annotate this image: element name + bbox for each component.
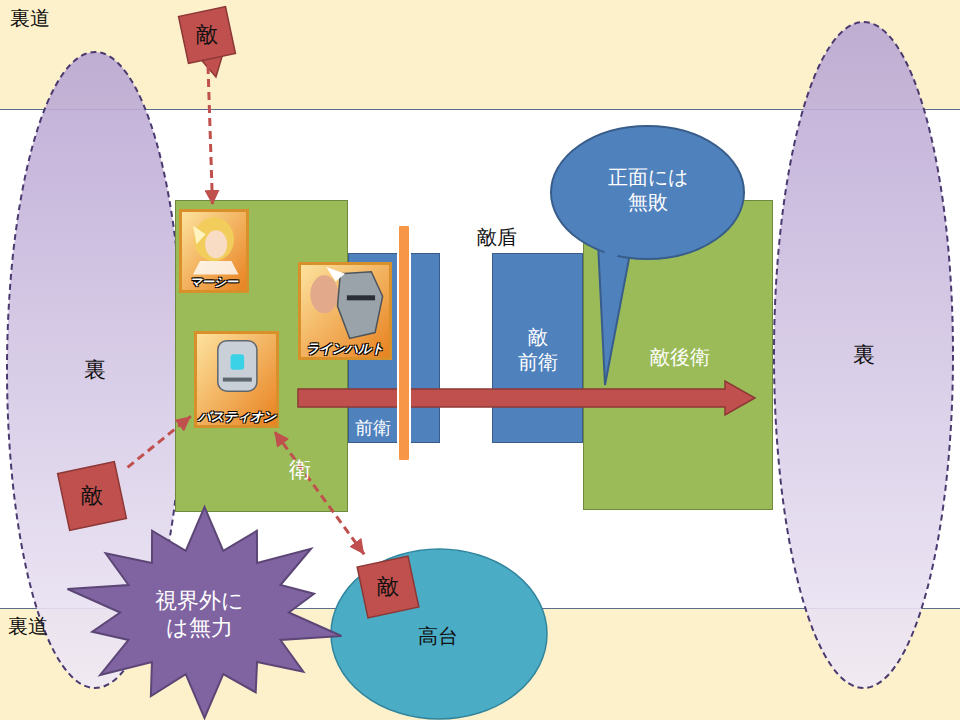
high-ground-circle: 高台敵 xyxy=(330,548,548,720)
node-text: 正面には 無敗 xyxy=(604,165,692,215)
hero-icon: バスティオン xyxy=(194,331,279,428)
text-holder: マーシー xyxy=(190,275,238,290)
text-holder: 敵後衛 xyxy=(650,345,710,370)
speech-callout: 正面には 無敗 xyxy=(550,125,745,260)
enemy-marker: 敵 xyxy=(357,556,419,618)
hero-name: ラインハルト xyxy=(306,341,384,357)
node-text: 敵 xyxy=(377,573,399,601)
hero-icon: マーシー xyxy=(179,209,249,293)
attack-arrow xyxy=(298,381,755,415)
shield-label: 敵盾 xyxy=(477,225,517,250)
node-text: 衛 xyxy=(289,456,311,484)
text-holder: 敵盾 xyxy=(477,225,517,250)
text-holder: 敵 xyxy=(81,482,103,510)
node-text: 裏道 xyxy=(8,614,48,639)
node-text: 視界外に は無力 xyxy=(152,587,249,642)
text-holder: 敵 xyxy=(377,573,399,601)
shield-bar xyxy=(398,225,410,461)
node-text: 高台 xyxy=(418,624,458,649)
text-holder: 敵 xyxy=(196,21,218,49)
text-holder: 敵 前衛 xyxy=(516,325,560,375)
text-holder: 裏道 xyxy=(8,614,48,639)
text-holder: 裏 xyxy=(853,341,875,369)
node-text: 敵 xyxy=(196,21,218,49)
threat-arrow xyxy=(274,431,364,554)
enemy-marker: 敵 xyxy=(58,462,126,530)
node-text: 裏 xyxy=(84,356,106,384)
text-holder: ラインハルト xyxy=(306,341,384,357)
warning-burst: 視界外に は無力 xyxy=(62,505,347,720)
node-text: 敵 xyxy=(81,482,103,510)
text-holder: 正面には 無敗 xyxy=(604,165,692,215)
text-holder: 視界外に は無力 xyxy=(152,587,249,642)
text-holder: 裏道 xyxy=(10,6,50,31)
node-text: 裏 xyxy=(853,341,875,369)
text-holder: バスティオン xyxy=(198,409,276,425)
text-holder: 高台 xyxy=(418,624,458,649)
node-text: 敵後衛 xyxy=(650,345,710,370)
threat-arrow xyxy=(128,416,191,467)
text-holder: 衛 xyxy=(289,456,311,484)
node-text: 敵 前衛 xyxy=(516,325,560,375)
text-holder: 前衛 xyxy=(355,417,391,440)
hero-icon: ラインハルト xyxy=(298,262,392,360)
frontline-box: 敵 前衛 xyxy=(492,253,583,443)
hero-name: バスティオン xyxy=(198,409,276,425)
threat-arrow xyxy=(208,66,213,205)
enemy-marker: 敵 xyxy=(178,6,236,64)
node-text: 前衛 xyxy=(355,417,391,440)
node-text: 裏道 xyxy=(10,6,50,31)
hero-name: マーシー xyxy=(190,275,238,290)
text-holder: 裏 xyxy=(84,356,106,384)
flank-ellipse: 裏 xyxy=(772,20,955,690)
